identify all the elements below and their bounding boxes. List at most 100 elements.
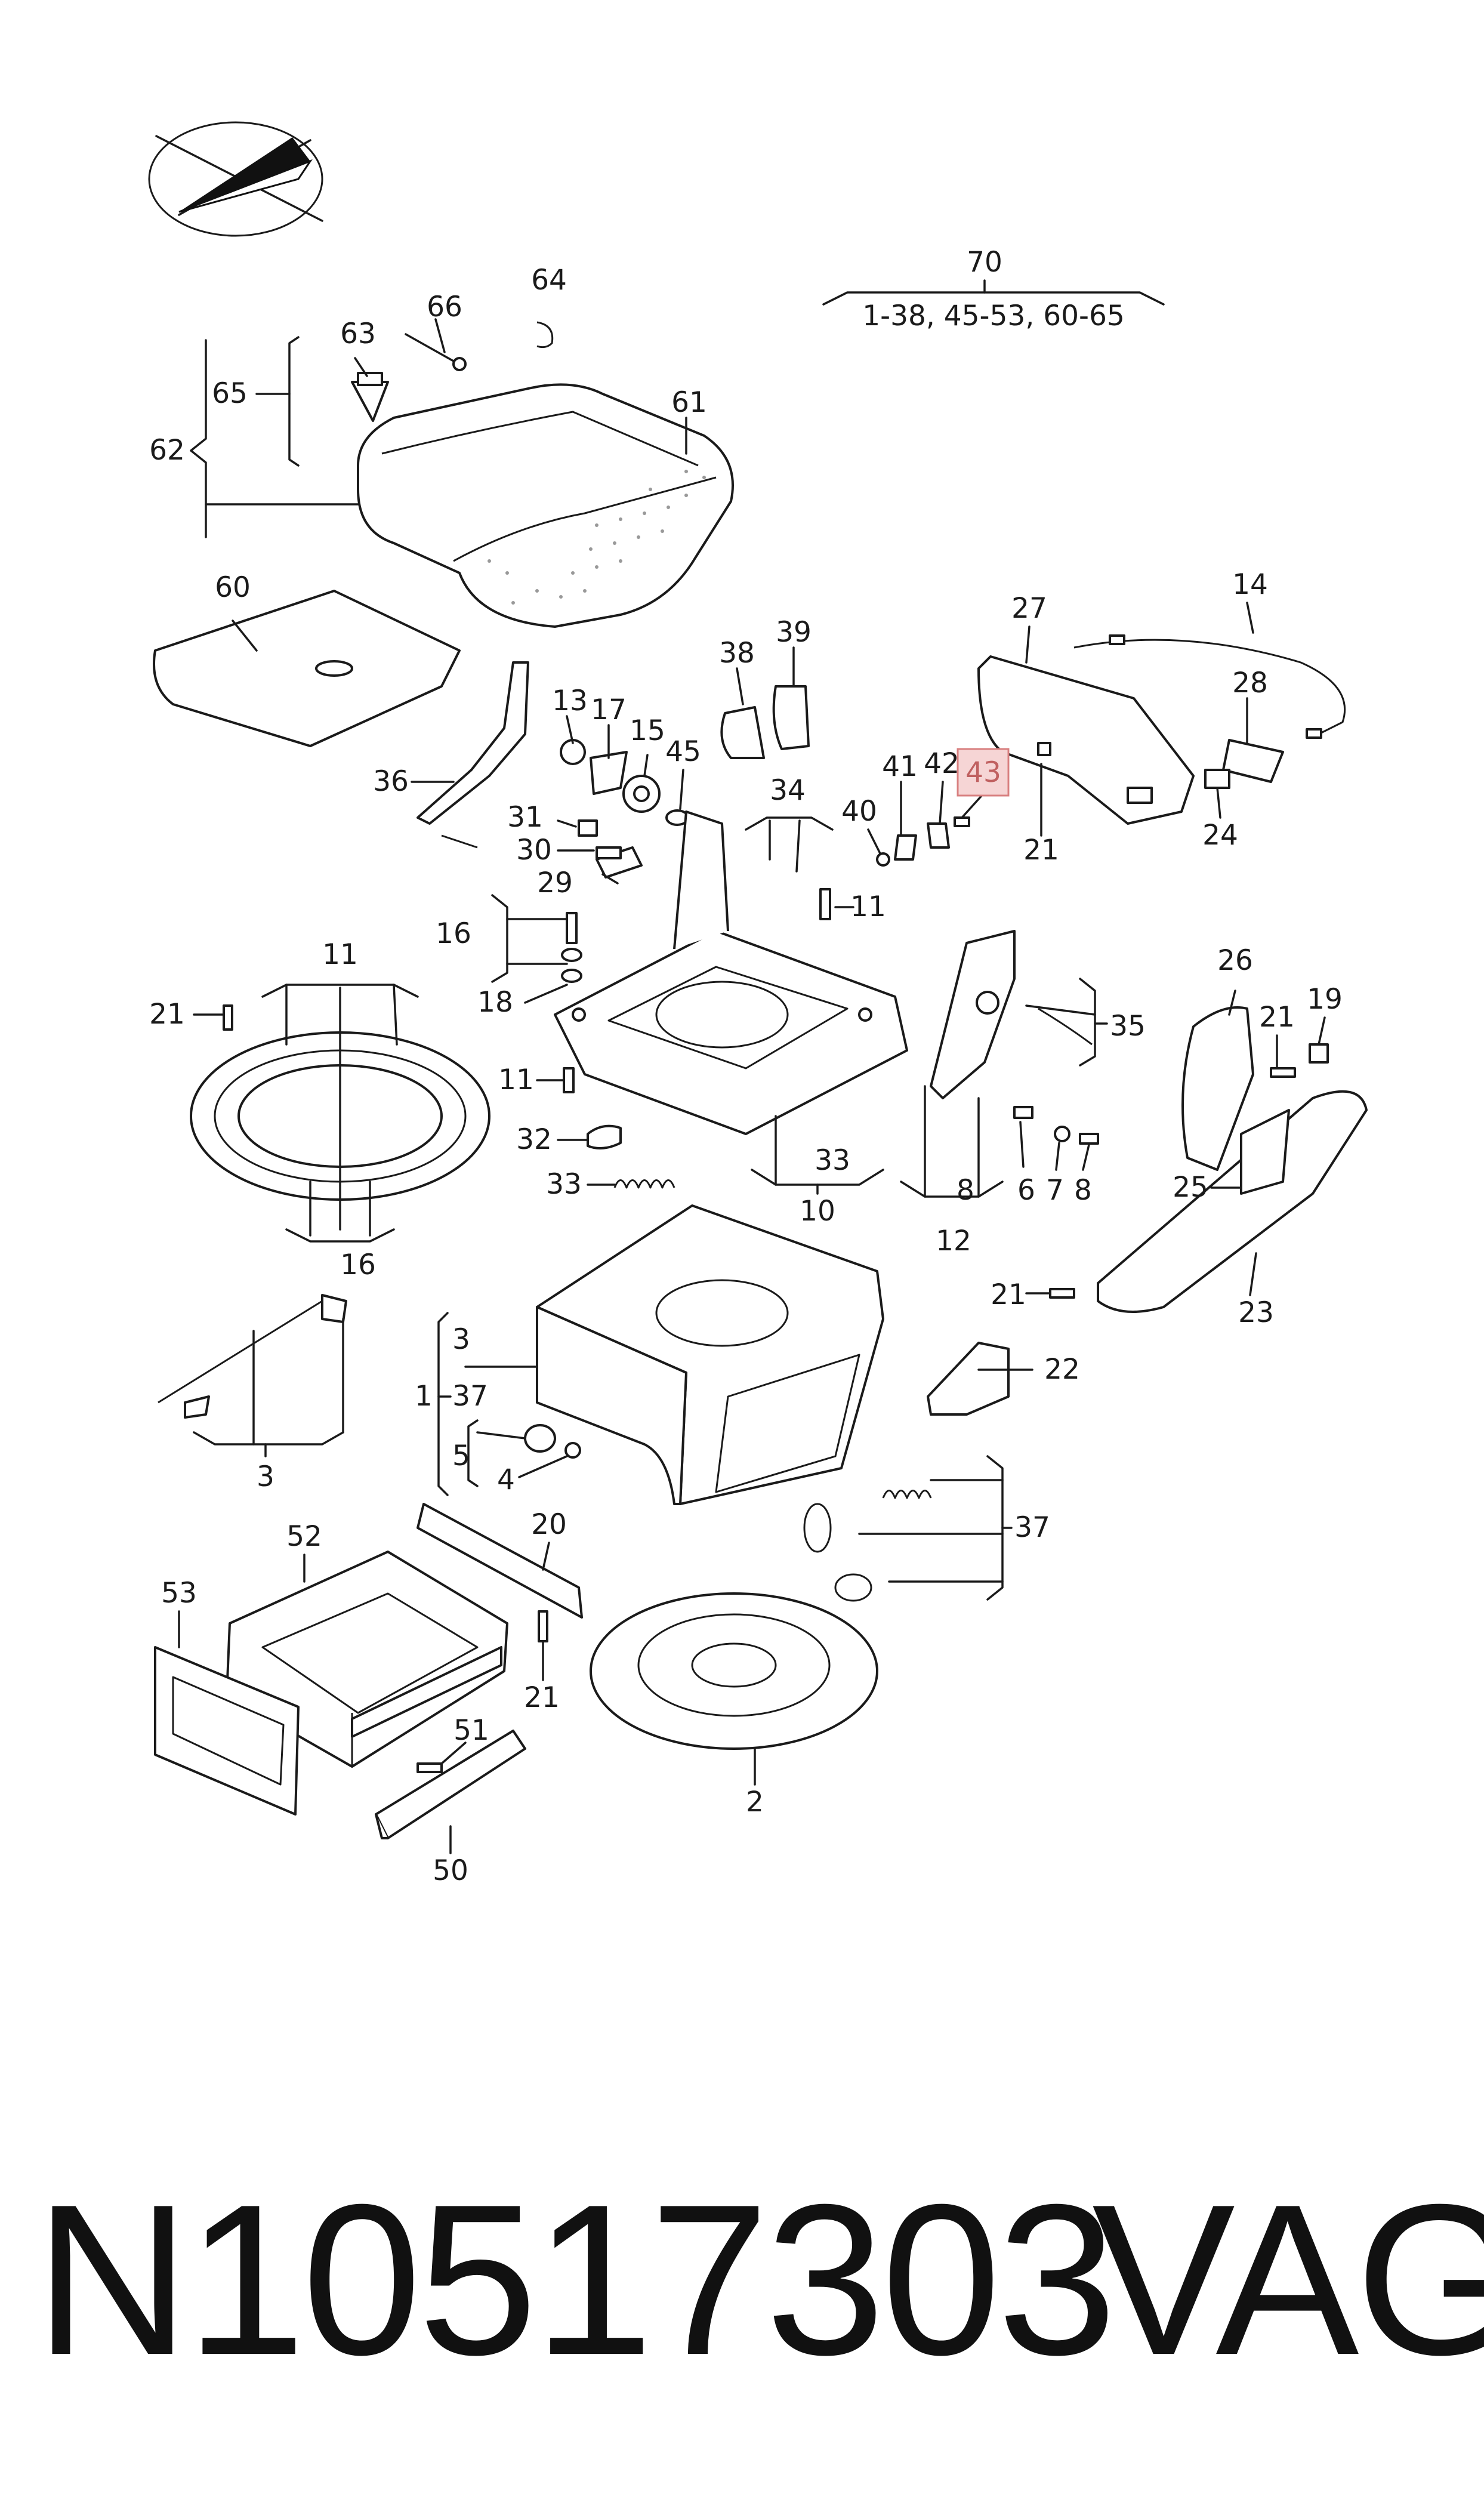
callout-28: 28 xyxy=(1232,667,1268,699)
callout-8b: 8 xyxy=(1074,1174,1092,1207)
trim-strip-20 xyxy=(416,1503,583,1619)
callout-40: 40 xyxy=(841,795,877,828)
drawer-front-53 xyxy=(154,1646,300,1816)
part-number: N10517303 xyxy=(35,2160,1117,2400)
bracket-28 xyxy=(1222,739,1284,783)
screw-51 xyxy=(416,1762,443,1773)
callout-53: 53 xyxy=(161,1577,197,1610)
callout-41: 41 xyxy=(882,750,918,783)
side-trim-23 xyxy=(1097,1090,1368,1313)
callout-33b: 33 xyxy=(814,1144,850,1177)
callout-22: 22 xyxy=(1044,1353,1080,1386)
adjuster-plate-12 xyxy=(930,930,1099,1145)
callout-5: 5 xyxy=(452,1440,470,1472)
clip-24 xyxy=(1204,769,1230,789)
cover-22 xyxy=(927,1342,1010,1416)
callout-37b: 37 xyxy=(1014,1511,1050,1544)
callout-35: 35 xyxy=(1110,1010,1146,1043)
callout-6: 6 xyxy=(1017,1174,1035,1207)
callout-21d: 21 xyxy=(991,1278,1026,1311)
callout-11b: 11 xyxy=(322,938,358,971)
clips-29-32 xyxy=(578,819,643,1149)
callout-11c: 11 xyxy=(498,1064,534,1096)
springs-33 xyxy=(613,1179,675,1189)
handle-39 xyxy=(772,685,810,750)
callout-20: 20 xyxy=(531,1508,567,1541)
callout-32: 32 xyxy=(516,1123,552,1156)
bolt-11 xyxy=(563,888,831,1093)
callout-16b: 16 xyxy=(340,1249,376,1281)
callout-24: 24 xyxy=(1202,819,1238,852)
callout-51: 51 xyxy=(453,1714,489,1747)
compass-logo xyxy=(148,121,323,237)
callout-21e: 21 xyxy=(524,1681,560,1714)
push-pin-63 xyxy=(351,372,389,422)
handle-38 xyxy=(720,706,765,759)
callout-4: 4 xyxy=(497,1463,515,1496)
callout-8a: 8 xyxy=(957,1174,974,1207)
small-parts-40-43 xyxy=(876,816,970,867)
callout-63: 63 xyxy=(340,318,376,350)
seat-base-pad xyxy=(153,590,461,747)
callout-65: 65 xyxy=(212,377,248,410)
callout-62: 62 xyxy=(149,434,185,467)
callout-23: 23 xyxy=(1238,1296,1274,1329)
callout-37a: 37 xyxy=(452,1380,488,1413)
callout-15: 15 xyxy=(630,714,665,747)
rivet-66 xyxy=(405,333,467,371)
back-cover-27 xyxy=(977,655,1195,825)
springs-37 xyxy=(803,1490,932,1602)
release-cable-3 xyxy=(158,1294,347,1419)
group-range: 1-38, 45-53, 60-65 xyxy=(862,300,1125,332)
callout-2: 2 xyxy=(746,1786,764,1819)
callout-43: 43 xyxy=(965,756,1001,789)
callout-25: 25 xyxy=(1173,1171,1208,1204)
exploded-parts-diagram: 70 1-38, 45-53, 60-65 64 66 63 65 62 61 … xyxy=(148,121,1368,1887)
leader-lines xyxy=(178,279,1326,1854)
callout-61: 61 xyxy=(671,386,707,419)
callout-50: 50 xyxy=(433,1854,468,1887)
bushes-4-5 xyxy=(524,1424,581,1459)
callout-7: 7 xyxy=(1046,1174,1064,1207)
callout-34: 34 xyxy=(770,774,806,807)
callout-14: 14 xyxy=(1232,568,1268,601)
callout-13: 13 xyxy=(552,685,588,717)
callout-17: 17 xyxy=(591,694,627,726)
callout-11a: 11 xyxy=(850,890,886,923)
callout-66: 66 xyxy=(427,291,462,323)
clip-64 xyxy=(536,321,554,349)
callout-12: 12 xyxy=(936,1225,971,1258)
callout-21c: 21 xyxy=(1259,1001,1295,1034)
callout-38: 38 xyxy=(719,637,755,670)
turntable-2 xyxy=(590,1592,878,1750)
seat-cushion xyxy=(357,383,734,628)
seat-frame-10 xyxy=(554,810,908,1135)
callout-42: 42 xyxy=(924,747,959,780)
callout-52: 52 xyxy=(286,1520,322,1553)
callout-21b: 21 xyxy=(149,998,185,1031)
callout-29: 29 xyxy=(537,867,573,899)
highlight-box-43 xyxy=(957,748,1010,797)
callout-60: 60 xyxy=(215,571,251,604)
callout-33a: 33 xyxy=(546,1168,582,1201)
bolts-16-18 xyxy=(561,912,582,983)
callout-18: 18 xyxy=(477,986,513,1019)
screw-21b xyxy=(223,1004,233,1031)
side-cover-26 xyxy=(1181,1006,1254,1171)
screws-21cd xyxy=(1049,1067,1296,1299)
screw-21e xyxy=(538,1610,548,1642)
callout-36: 36 xyxy=(373,765,409,798)
callout-45: 45 xyxy=(665,735,701,768)
callout-27: 27 xyxy=(1011,592,1047,625)
callout-39: 39 xyxy=(776,616,812,649)
callout-26: 26 xyxy=(1217,944,1253,977)
callout-64: 64 xyxy=(531,264,567,297)
rail-50 xyxy=(375,1730,526,1839)
callout-19: 19 xyxy=(1307,983,1343,1016)
callout-labels: 70 1-38, 45-53, 60-65 64 66 63 65 62 61 … xyxy=(149,246,1343,1887)
group-number: 70 xyxy=(967,246,1002,279)
callout-10: 10 xyxy=(800,1195,835,1228)
callout-31: 31 xyxy=(507,801,543,834)
brand-label: VAG xyxy=(1092,2160,1484,2400)
base-housing-1 xyxy=(536,1204,884,1505)
